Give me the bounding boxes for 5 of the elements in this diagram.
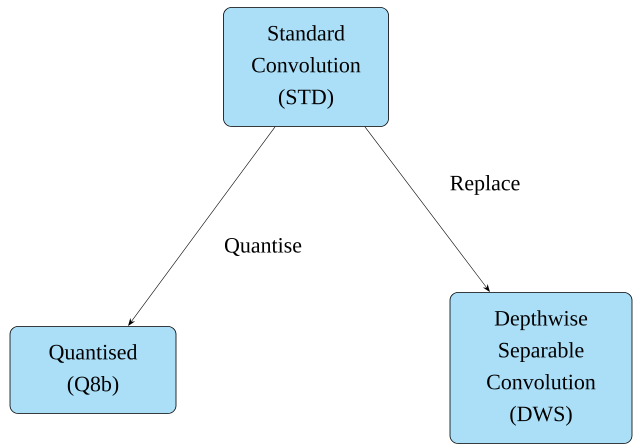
process-box: Quantised (Q8b): [10, 326, 176, 414]
process-box: Depthwise Separable Convolution (DWS): [450, 292, 632, 444]
edge-label: Replace: [448, 174, 522, 196]
edge-label: Quantise: [223, 236, 303, 258]
process-box: Standard Convolution (STD): [223, 7, 389, 127]
